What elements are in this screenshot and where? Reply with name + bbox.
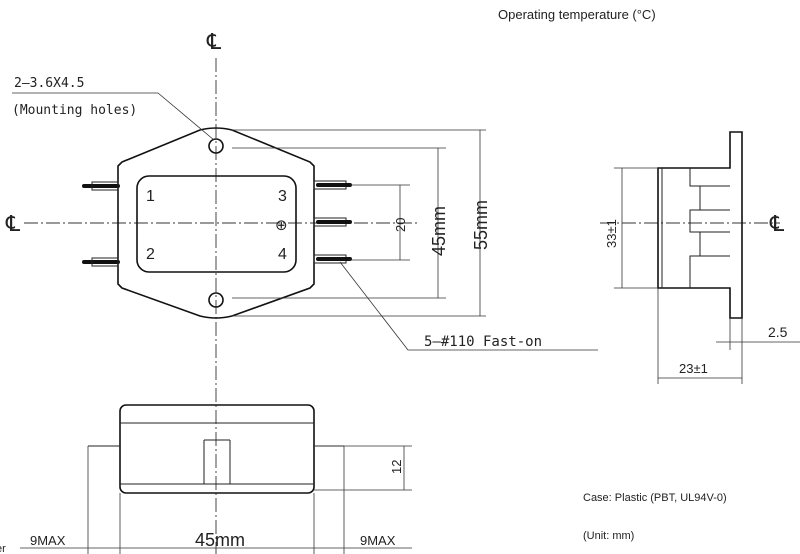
- dim-23-label: 23±1: [679, 361, 708, 376]
- bottom-view: 12 9MAX 45mm 9MAX er: [0, 404, 412, 554]
- filter-flange-outline: [117, 127, 315, 319]
- side-centerline-symbol: ℄: [769, 211, 785, 236]
- dim-33-label: 33±1: [604, 219, 619, 248]
- filter-body-inner: [136, 175, 297, 273]
- dim-12-label: 12: [389, 460, 404, 474]
- ground-symbol-icon: ⊕: [275, 217, 288, 234]
- terminal-4-label: 4: [278, 246, 287, 263]
- terminal-3-label: 3: [278, 188, 287, 205]
- operating-temperature-label: Operating temperature (°C): [498, 7, 656, 22]
- terminal-2-label: 2: [146, 246, 155, 263]
- dim-45-bottom-label: 45mm: [195, 530, 245, 550]
- dim-20-label: 20: [393, 218, 408, 232]
- case-material-note: Case: Plastic (PBT, UL94V-0): [583, 492, 727, 504]
- mounting-holes-label: 2–3.6X4.5: [14, 76, 84, 91]
- dim-2-5-label: 2.5: [768, 324, 788, 340]
- dim-9max-left-label: 9MAX: [30, 533, 66, 548]
- centerline-symbol-top: ℄: [206, 29, 222, 54]
- unit-note: (Unit: mm): [583, 530, 634, 542]
- dim-45-label: 45mm: [429, 206, 449, 256]
- terminal-1-label: 1: [146, 188, 155, 205]
- side-view: ℄ 33±1 2.5 23±1: [600, 131, 800, 384]
- dim-55-label: 55mm: [471, 200, 491, 250]
- mounting-hole-bottom: [208, 292, 224, 308]
- front-view: ℄ ℄ 1 2 3 4 ⊕ 2–3.6X4.5 (M: [5, 29, 598, 554]
- centerline-symbol-left: ℄: [5, 211, 21, 236]
- fast-on-terminals: [313, 180, 352, 264]
- partial-left-text: er: [0, 543, 6, 554]
- dim-9max-right-label: 9MAX: [360, 533, 396, 548]
- fast-on-label: 5–#110 Fast-on: [424, 334, 542, 350]
- mounting-hole-top: [208, 138, 224, 154]
- mounting-holes-sub-label: (Mounting holes): [12, 103, 137, 118]
- bottom-body-outline: [119, 404, 315, 494]
